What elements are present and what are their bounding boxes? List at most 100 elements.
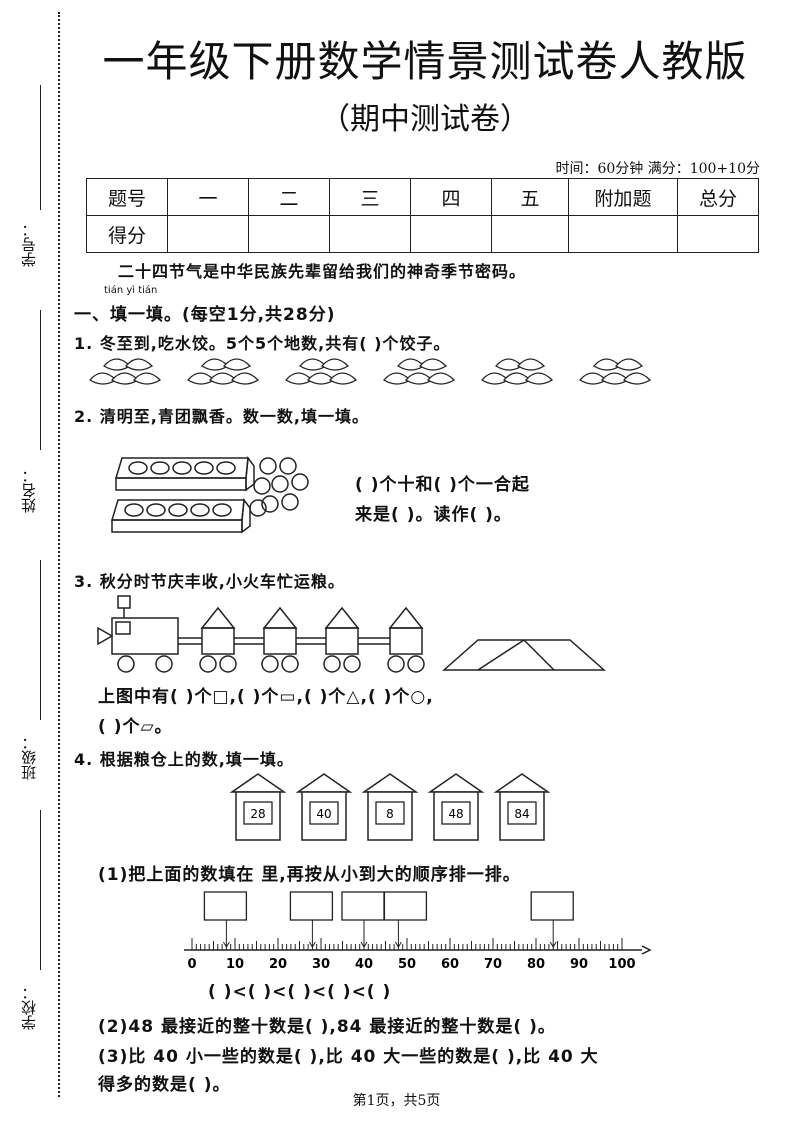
answer-box[interactable] <box>289 891 334 921</box>
header-cell: 二 <box>248 178 330 216</box>
header-cell: 三 <box>329 178 411 216</box>
school-line <box>40 810 41 970</box>
dumpling-group <box>89 358 162 385</box>
intro-text: 二十四节气是中华民族先辈留给我们的神奇季节密码。 <box>118 262 527 281</box>
dumpling <box>397 358 426 371</box>
question-4-part3-line2: 得多的数是( )。 <box>98 1075 231 1095</box>
page-footer: 第1页，共5页 <box>352 1093 441 1109</box>
binding-dotted-line <box>58 12 60 1097</box>
dumpling <box>329 372 358 385</box>
dumpling <box>419 358 448 371</box>
header-cell: 题号 <box>86 178 168 216</box>
dumpling <box>187 372 216 385</box>
dumpling <box>593 358 622 371</box>
dumpling <box>285 372 314 385</box>
question-4-part2: (2)48 最接近的整十数是( ),84 最接近的整十数是( )。 <box>98 1017 556 1037</box>
granary: 40 <box>295 773 353 841</box>
tick-label: 60 <box>441 957 459 972</box>
question-2-line2: 来是( )。读作( )。 <box>355 505 512 525</box>
score-cell[interactable] <box>491 215 569 253</box>
dumpling <box>405 372 434 385</box>
answer-box[interactable] <box>341 891 385 921</box>
dumpling <box>517 358 546 371</box>
dumpling <box>111 372 140 385</box>
dumpling-group <box>285 358 358 385</box>
score-cell[interactable] <box>677 215 759 253</box>
granary: 84 <box>493 773 551 841</box>
student-no-label: 学号： <box>20 222 38 267</box>
question-3: 3. 秋分时节庆丰收,小火车忙运粮。 <box>74 572 345 591</box>
dumpling <box>223 358 252 371</box>
qingtuan-boxes-illustration <box>110 456 309 534</box>
dumpling <box>299 358 328 371</box>
answer-box[interactable] <box>530 891 574 921</box>
granary: 48 <box>427 773 485 841</box>
dumpling <box>103 358 132 371</box>
score-cell[interactable] <box>410 215 492 253</box>
header-cell: 一 <box>167 178 249 216</box>
granary: 28 <box>229 773 287 841</box>
question-1: 1. 冬至到,吃水饺。5个5个地数,共有( )个饺子。 <box>74 334 451 353</box>
granary-number: 48 <box>448 807 463 821</box>
section1-heading: 一、填一填。(每空1分,共28分) <box>74 305 336 325</box>
dumpling <box>623 372 652 385</box>
school-label: 学校： <box>20 985 38 1030</box>
tick-label: 50 <box>398 957 416 972</box>
tick-label: 30 <box>312 957 330 972</box>
granary-number: 8 <box>386 807 394 821</box>
class-line <box>40 560 41 720</box>
dumpling <box>601 372 630 385</box>
score-cell[interactable] <box>248 215 330 253</box>
name-line <box>40 310 41 450</box>
tick-label: 100 <box>608 957 635 972</box>
dumpling <box>427 372 456 385</box>
header-cell: 总分 <box>677 178 759 216</box>
dumpling <box>383 372 412 385</box>
page-subtitle: （期中测试卷） <box>320 102 530 137</box>
granary-number: 28 <box>250 807 265 821</box>
answer-box[interactable] <box>203 891 248 921</box>
score-table-score-row: 得分 <box>86 215 759 253</box>
tick-label: 10 <box>226 957 244 972</box>
score-cell[interactable] <box>167 215 249 253</box>
question-4: 4. 根据粮仓上的数,填一填。 <box>74 750 294 769</box>
score-cell[interactable] <box>568 215 678 253</box>
question-3-line1: 上图中有( )个□,( )个▭,( )个△,( )个○, <box>98 687 434 707</box>
score-cell[interactable] <box>329 215 411 253</box>
dumpling <box>89 372 118 385</box>
answer-box[interactable] <box>383 891 428 921</box>
header-cell: 附加题 <box>568 178 678 216</box>
tick-label: 20 <box>269 957 287 972</box>
score-table-header-row: 题号 一 二 三 四 五 附加题 总分 <box>86 178 759 216</box>
dumpling-group <box>383 358 456 385</box>
row-label: 得分 <box>86 215 168 253</box>
question-3-line2: ( )个▱。 <box>98 717 173 737</box>
question-4-part3-line1: (3)比 40 小一些的数是( ),比 40 大一些的数是( ),比 40 大 <box>98 1047 599 1067</box>
question-2: 2. 清明至,青团飘香。数一数,填一填。 <box>74 407 369 426</box>
dumplings-illustration <box>89 358 652 385</box>
time-info: 时间：60分钟 满分：100+10分 <box>555 161 760 177</box>
score-table: 题号 一 二 三 四 五 附加题 总分 得分 <box>86 178 759 253</box>
header-cell: 五 <box>491 178 569 216</box>
pinyin: tián yì tián <box>104 285 158 296</box>
student-no-line <box>40 85 41 210</box>
dumpling <box>615 358 644 371</box>
dumpling-group <box>187 358 260 385</box>
granary-number: 40 <box>316 807 331 821</box>
name-label: 姓名： <box>20 468 38 513</box>
dumpling <box>307 372 336 385</box>
dumpling <box>525 372 554 385</box>
train-illustration <box>97 595 606 673</box>
dumpling <box>125 358 154 371</box>
class-label: 班级： <box>20 735 38 780</box>
tick-label: 70 <box>484 957 502 972</box>
tick-label: 40 <box>355 957 373 972</box>
granary-number: 84 <box>514 807 529 821</box>
dumpling-group <box>481 358 554 385</box>
dumpling <box>495 358 524 371</box>
header-cell: 四 <box>410 178 492 216</box>
dumpling-group <box>579 358 652 385</box>
question-4-part1: (1)把上面的数填在 里,再按从小到大的顺序排一排。 <box>98 865 521 885</box>
granaries-illustration: 28 40 8 48 84 <box>229 773 551 841</box>
